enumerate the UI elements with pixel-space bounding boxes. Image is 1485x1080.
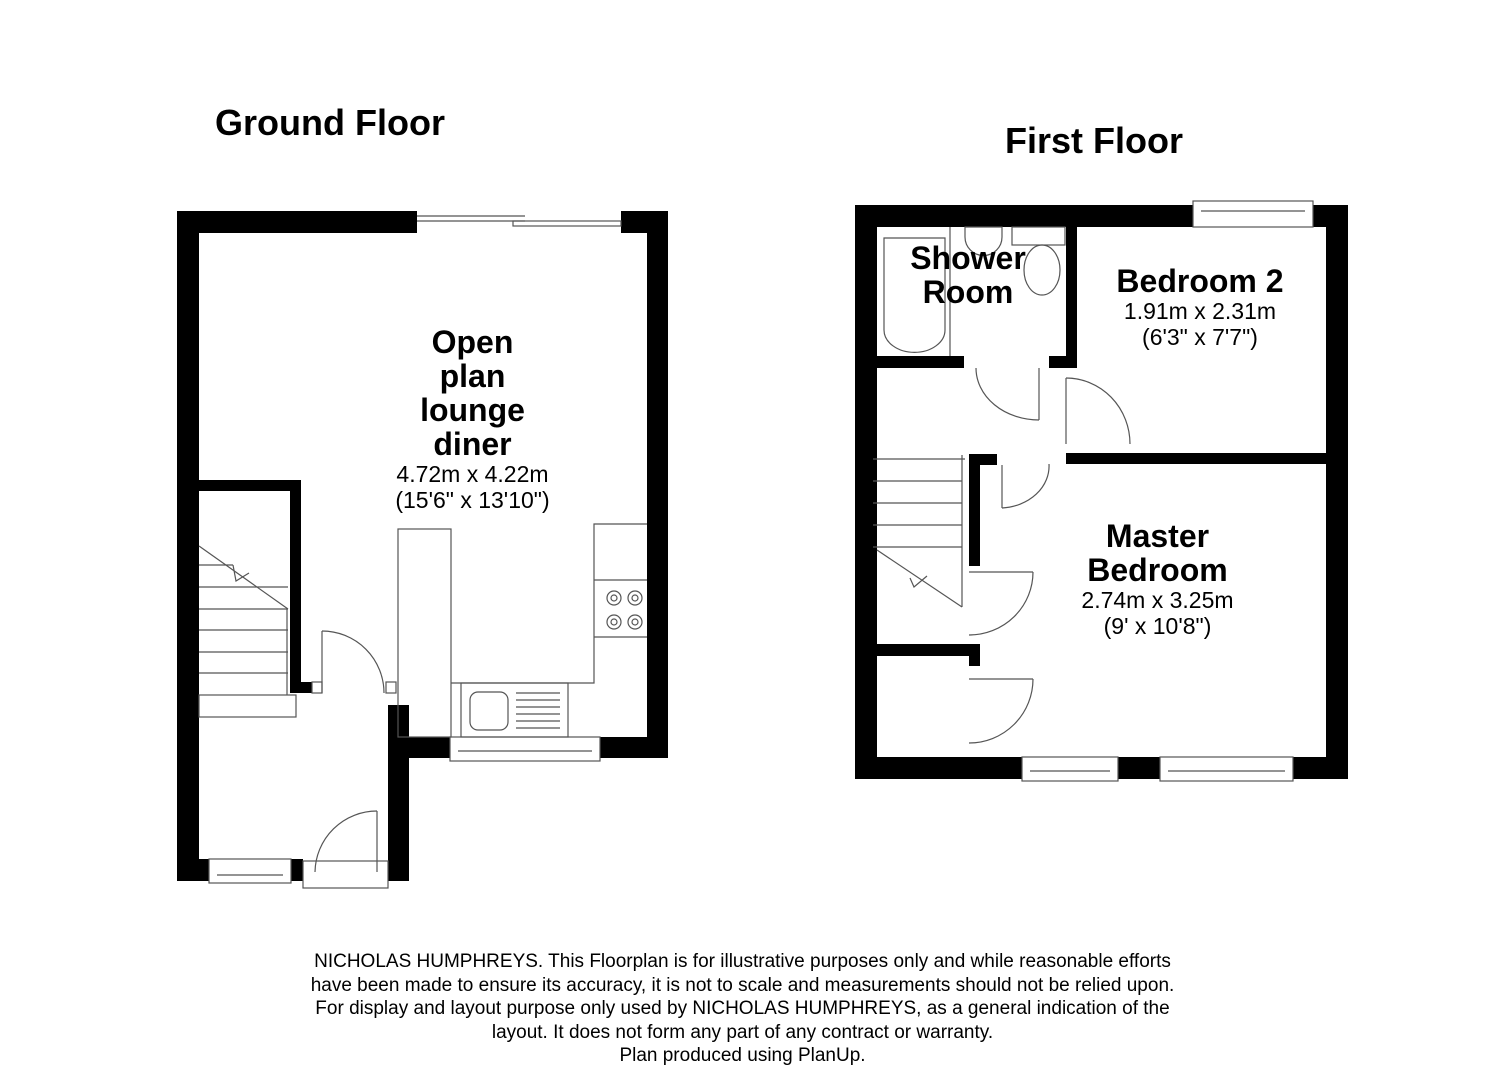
ground-floor-walls [177,211,668,881]
room-label-open-plan-lounge-diner: Open plan lounge diner 4.72m x 4.22m (15… [370,325,575,513]
room-label-shower-room: Shower Room [893,241,1043,309]
ground-floor-title: Ground Floor [215,102,445,143]
room-label-bedroom-2: Bedroom 2 1.91m x 2.31m (6'3" x 7'7") [1095,264,1305,350]
room-dimensions-metric: 1.91m x 2.31m [1123,298,1277,324]
ground-floor-fixtures [198,215,647,889]
room-name: plan [439,358,506,394]
room-dimensions-imperial: (6'3" x 7'7") [1142,324,1258,350]
room-name: lounge [420,392,525,428]
disclaimer-line: have been made to ensure its accuracy, i… [310,974,1175,996]
room-name: diner [433,426,512,462]
room-name: Bedroom 2 [1116,263,1284,299]
room-dimensions-metric: 4.72m x 4.22m [396,461,549,487]
disclaimer-text: NICHOLAS HUMPHREYS. This Floorplan is fo… [240,950,1245,1068]
first-floor-title: First Floor [1005,120,1183,161]
first-floor-walls [855,205,1348,779]
disclaimer-line: NICHOLAS HUMPHREYS. This Floorplan is fo… [314,951,1171,972]
room-name: Master [1105,518,1210,554]
disclaimer-line: layout. It does not form any part of any… [491,1021,994,1043]
disclaimer-line: For display and layout purpose only used… [315,998,1170,1019]
room-label-master-bedroom: Master Bedroom 2.74m x 3.25m (9' x 10'8"… [1045,519,1270,639]
room-name: Open [431,324,514,360]
room-name: Shower [910,240,1026,276]
disclaimer-line: Plan produced using PlanUp. [619,1045,866,1066]
first-floor-fixtures [873,200,1314,782]
room-name: Bedroom [1087,552,1228,588]
room-dimensions-metric: 2.74m x 3.25m [1081,587,1234,613]
room-dimensions-imperial: (9' x 10'8") [1103,613,1212,639]
room-dimensions-imperial: (15'6" x 13'10") [395,487,550,513]
room-name: Room [922,274,1014,310]
